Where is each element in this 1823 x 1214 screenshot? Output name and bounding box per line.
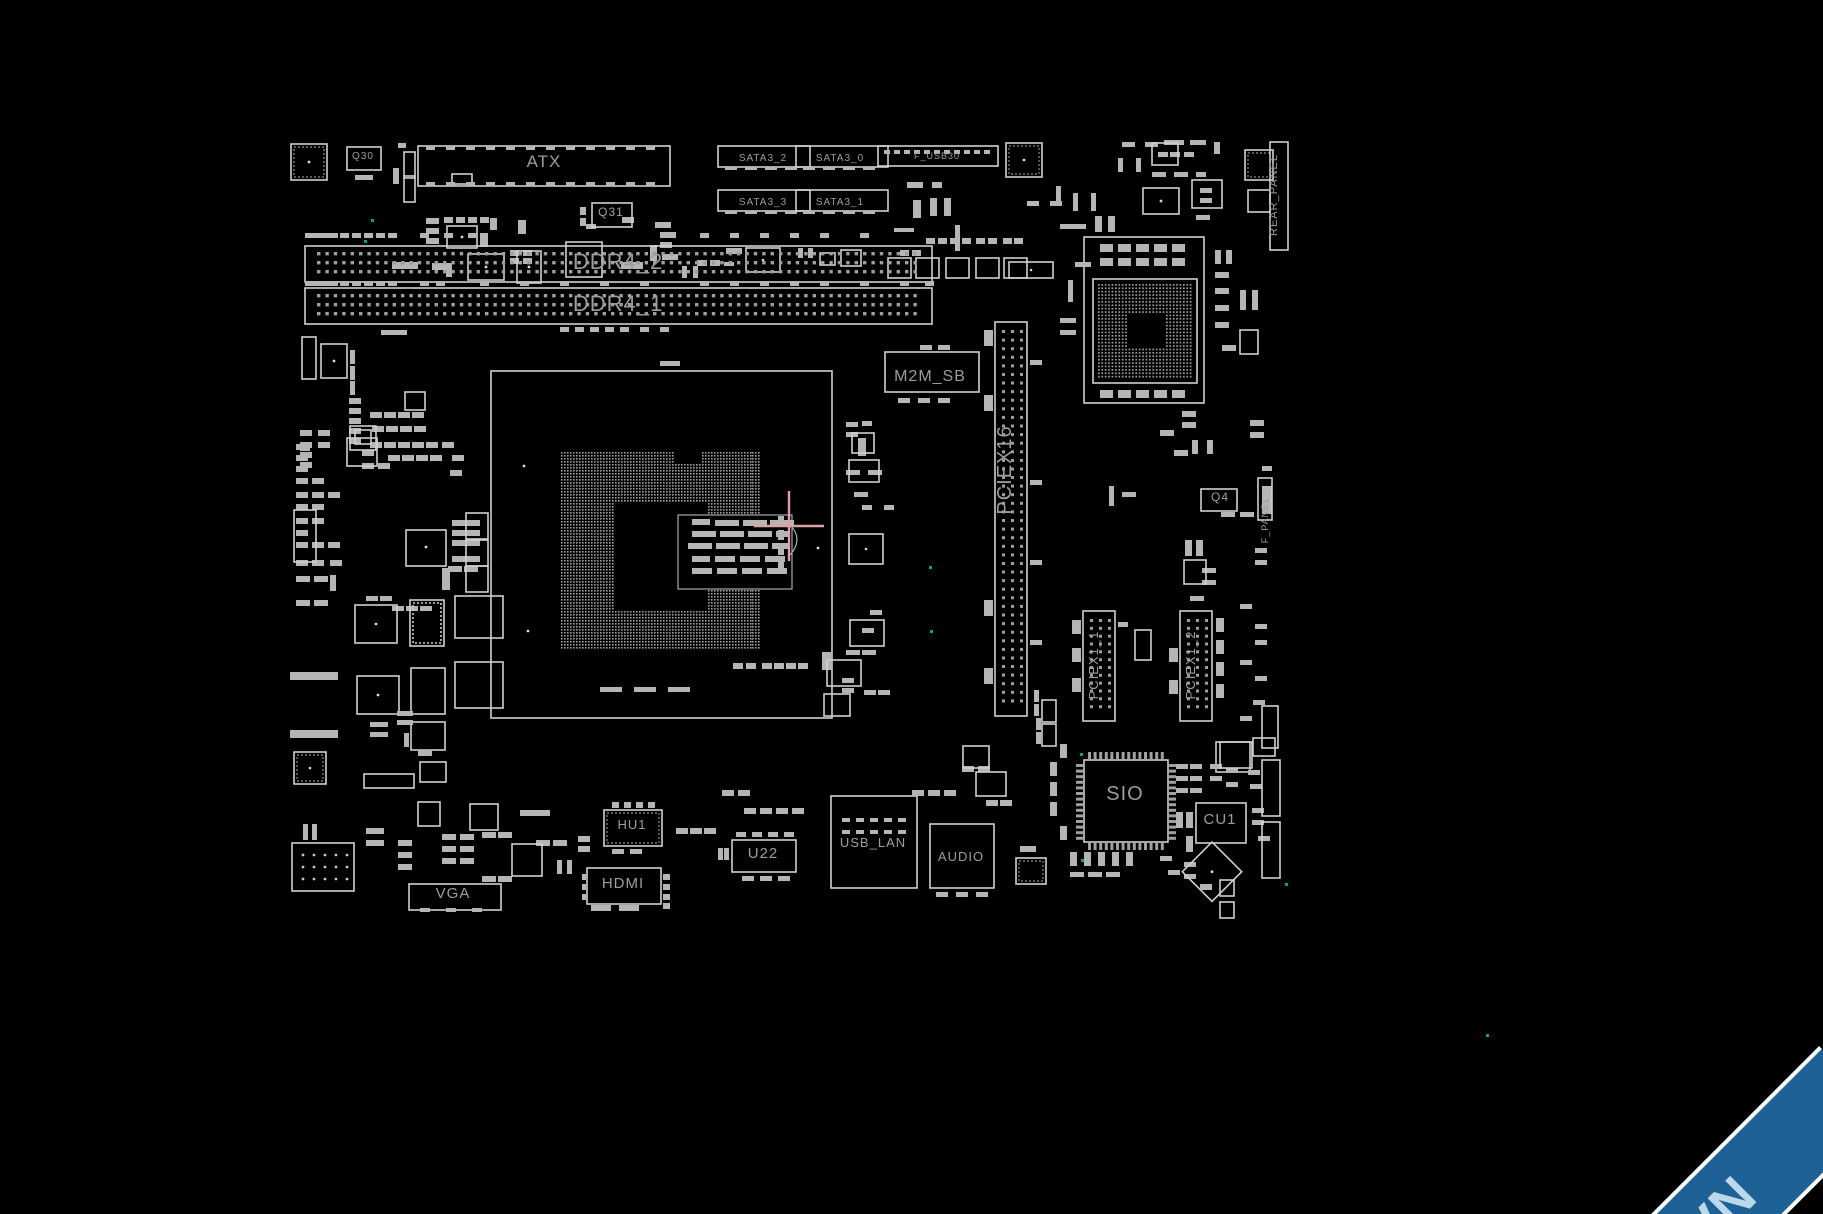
mounting-hole-tl <box>290 143 328 181</box>
cursor-crosshair <box>754 491 824 561</box>
usb-lan-connector[interactable] <box>830 795 918 889</box>
f-usb30-header[interactable] <box>877 145 999 167</box>
dimm-smd <box>305 233 934 332</box>
top-left-cluster <box>290 143 473 185</box>
rear-panel-header[interactable] <box>1269 141 1289 251</box>
pciex1-1-slot[interactable] <box>1072 610 1128 722</box>
lbl-pciex1-2: PCIEX1_2 <box>1183 631 1198 700</box>
rear-panel-cluster <box>1005 140 1289 279</box>
m2m-sb-slot[interactable] <box>884 351 980 393</box>
bottom-right-smd <box>1050 737 1281 919</box>
bottom-misc-smd <box>291 745 1047 892</box>
atx-connector[interactable] <box>393 145 671 203</box>
component-q31[interactable] <box>580 202 633 228</box>
lbl-q4: Q4 <box>1211 490 1229 504</box>
sata-connector-group[interactable] <box>717 145 889 214</box>
vrm-cluster-left <box>290 330 504 789</box>
lbl-hdmi: HDMI <box>602 875 644 892</box>
lbl-ddr4-2: DDR4_2 <box>573 249 663 274</box>
socket-right-smd <box>822 345 980 717</box>
u22-chip[interactable] <box>718 832 797 881</box>
right-column-smd <box>1109 411 1279 773</box>
vga-connector[interactable] <box>408 883 502 912</box>
audio-connector[interactable] <box>929 823 995 897</box>
hu1-chip[interactable] <box>603 802 663 854</box>
lbl-cu1: CU1 <box>1203 811 1236 828</box>
sata3_3 <box>717 189 811 214</box>
lbl-audio: AUDIO <box>938 849 984 864</box>
lbl-hu1: HU1 <box>617 817 646 832</box>
chipset-bga[interactable] <box>1060 236 1259 404</box>
lbl-pciex1-1: PCIEX1_1 <box>1086 631 1101 700</box>
net-markers <box>364 219 1489 1037</box>
lbl-pciex16: PCIEX16 <box>994 425 1016 514</box>
socket-edge-smd <box>600 361 808 692</box>
cu1-chip[interactable] <box>1195 802 1247 844</box>
lbl-vga: VGA <box>436 885 471 902</box>
lbl-m2m-sb: M2M_SB <box>894 368 966 385</box>
component-q4[interactable] <box>1200 488 1238 512</box>
lbl-rear-panel: REAR_PANEL <box>1268 154 1280 236</box>
pciex16-slot[interactable] <box>984 321 1057 747</box>
sata3_0 <box>795 145 889 170</box>
lbl-q30: Q30 <box>352 151 374 162</box>
lbl-sio: SIO <box>1106 783 1143 805</box>
sio-chip[interactable] <box>1076 752 1176 850</box>
lbl-q31: Q31 <box>598 205 624 219</box>
pciex1-2-slot[interactable] <box>1169 610 1224 722</box>
lbl-usb-lan: USB_LAN <box>840 835 906 850</box>
lbl-u22: U22 <box>748 845 779 862</box>
lbl-sata3-0: SATA3_0 <box>816 153 864 164</box>
component-q30[interactable] <box>346 146 382 171</box>
lbl-sata3-3: SATA3_3 <box>739 197 787 208</box>
dimm-slot-ddr4-2[interactable] <box>304 245 933 283</box>
lbl-fusb30: F_USB30 <box>914 151 960 161</box>
lbl-f-panel: F_PANEL <box>1260 497 1270 543</box>
lbl-sata3-2: SATA3_2 <box>739 153 787 164</box>
sata3_1 <box>795 189 889 214</box>
hdmi-connector[interactable] <box>582 867 670 911</box>
dimm-slot-ddr4-1[interactable] <box>304 287 933 325</box>
sata3_2 <box>717 145 811 170</box>
lbl-atx: ATX <box>527 152 562 171</box>
lbl-sata3-1: SATA3_1 <box>816 197 864 208</box>
lbl-ddr4-1: DDR4_1 <box>573 291 663 316</box>
